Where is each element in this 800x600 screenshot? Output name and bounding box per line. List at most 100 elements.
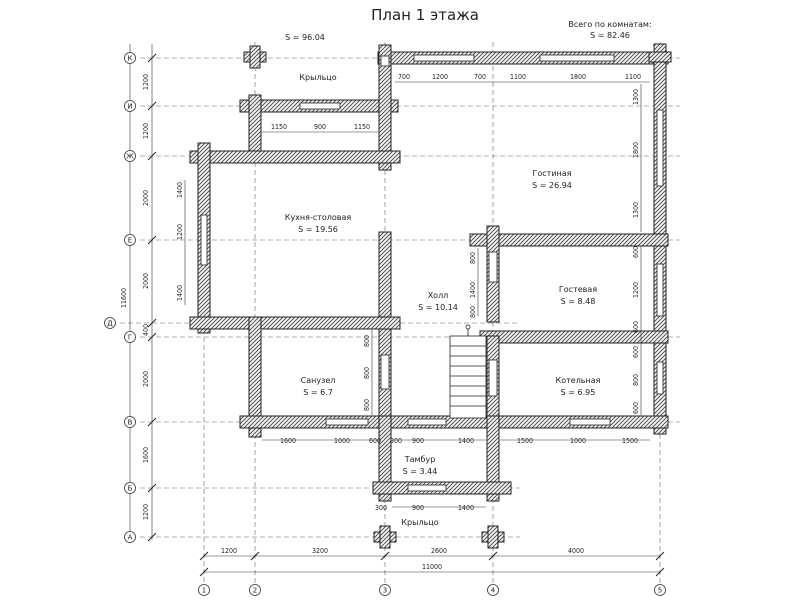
dim-bottom: 2600 (431, 547, 447, 555)
wall-bath-left (248, 316, 262, 438)
dim-kitchen-window: 1400 (176, 182, 184, 198)
dim-bottom-total: 11000 (422, 563, 442, 571)
room-guest-name: Гостевая (559, 285, 597, 294)
wall-middle (189, 316, 401, 330)
wall-kitchen-top (189, 150, 401, 164)
room-hall-name: Холл (428, 291, 449, 300)
dim-right-lower: 600 (632, 321, 640, 333)
window (200, 214, 208, 266)
dimension-texts: 1200 1200 2000 2000 400 2000 1600 1200 1… (120, 73, 641, 571)
plan-title: План 1 этажа (371, 6, 479, 24)
dim-left: 2000 (142, 273, 150, 289)
wall-hall-left (378, 231, 392, 438)
dim-bath-right: 800 (363, 399, 371, 411)
dimension-ticks (125, 53, 665, 577)
axis-marker-letter: Д (107, 320, 113, 328)
dim-left: 400 (142, 324, 150, 336)
dim-bottom: 3200 (312, 547, 328, 555)
dim-bath-bottom: 600 (369, 437, 381, 445)
window (656, 263, 664, 317)
wall-vest-left (378, 415, 392, 502)
staircase (449, 324, 487, 419)
dim-left: 1200 (142, 74, 150, 90)
dim-boiler-bottom: 1500 (622, 437, 638, 445)
axis-marker-number: 1 (202, 587, 206, 595)
dim-vest-bottom: 300 (375, 504, 387, 512)
dim-right-upper: 1300 (632, 89, 640, 105)
dim-vest-bottom: 1400 (458, 504, 474, 512)
dim-boiler-bottom: 1000 (570, 437, 586, 445)
room-living-area: S = 26.94 (532, 181, 572, 190)
dim-bath-bottom: 1600 (280, 437, 296, 445)
dim-boiler-bottom: 1500 (517, 437, 533, 445)
overall-area: S = 96.04 (285, 33, 325, 42)
dim-porch-wall: 1150 (354, 123, 370, 131)
dim-vest-bottom: 900 (412, 504, 424, 512)
dim-right-lower: 600 (632, 402, 640, 414)
room-labels: Крыльцо Кухня-столовая S = 19.56 Гостина… (285, 73, 601, 527)
dim-left-total: 11600 (120, 288, 128, 308)
door-opening (380, 354, 390, 390)
window (539, 54, 615, 62)
dim-left: 2000 (142, 371, 150, 387)
dim-hall-bottom: 300 (390, 437, 402, 445)
dim-porch-wall: 900 (314, 123, 326, 131)
room-boiler-name: Котельная (556, 376, 601, 385)
axis-marker-letter: Г (128, 334, 132, 342)
room-vestibule-area: S = 3.44 (403, 467, 438, 476)
dim-right-lower: 1200 (632, 282, 640, 298)
rooms-total-caption: Всего по комнатам: (568, 20, 651, 29)
dim-right-upper: 1800 (632, 142, 640, 158)
door-opening (407, 418, 447, 426)
axis-marker-letter: Б (128, 485, 133, 493)
room-living-name: Гостиная (533, 169, 572, 178)
dim-hall-bottom: 900 (412, 437, 424, 445)
room-kitchen-area: S = 19.56 (298, 225, 338, 234)
dim-kitchen-window: 1200 (176, 224, 184, 240)
wall-hall-upper (378, 44, 392, 171)
axis-marker-letters: К И Ж Е Д Г В Б А 1 2 3 4 5 (107, 55, 662, 595)
posts (243, 45, 672, 549)
dim-bottom: 1200 (221, 547, 237, 555)
axis-marker-letter: К (128, 55, 133, 63)
dim-left: 2000 (142, 190, 150, 206)
window (656, 109, 664, 187)
dim-porch-wall: 1150 (271, 123, 287, 131)
window (569, 418, 611, 426)
dim-right-lower: 600 (632, 346, 640, 358)
dim-left: 1200 (142, 504, 150, 520)
room-bath-area: S = 6.7 (303, 388, 333, 397)
dim-top-wall: 700 (398, 73, 410, 81)
dim-right-upper: 1300 (632, 202, 640, 218)
axis-marker-number: 3 (383, 587, 387, 595)
window (413, 54, 475, 62)
window (325, 418, 369, 426)
dim-kitchen-window: 1400 (176, 285, 184, 301)
axis-marker-number: 2 (253, 587, 257, 595)
room-bath-name: Санузел (301, 376, 336, 385)
dim-right-lower: 800 (632, 374, 640, 386)
dim-bottom: 4000 (568, 547, 584, 555)
dim-bath-bottom: 1000 (334, 437, 350, 445)
dim-top-wall: 1800 (570, 73, 586, 81)
door-opening (488, 359, 498, 397)
dim-top-wall: 1200 (432, 73, 448, 81)
window (656, 361, 664, 395)
door-opening (380, 55, 390, 67)
room-vestibule-name: Тамбур (404, 455, 436, 464)
dim-bath-right: 800 (363, 367, 371, 379)
dim-hall-left: 800 (469, 252, 477, 264)
axis-marker-letter: В (128, 419, 133, 427)
rooms-total-area: S = 82.46 (590, 31, 630, 40)
room-guest-area: S = 8.48 (561, 297, 596, 306)
axis-marker-number: 4 (491, 587, 496, 595)
dim-left: 1200 (142, 123, 150, 139)
axis-marker-number: 5 (658, 587, 662, 595)
axis-marker-letter: И (127, 103, 132, 111)
room-hall-area: S = 10.14 (418, 303, 458, 312)
axis-marker-letter: Е (128, 237, 132, 245)
dim-right-lower: 600 (632, 246, 640, 258)
door-opening (488, 251, 498, 283)
wall-living-bottom (469, 233, 669, 247)
